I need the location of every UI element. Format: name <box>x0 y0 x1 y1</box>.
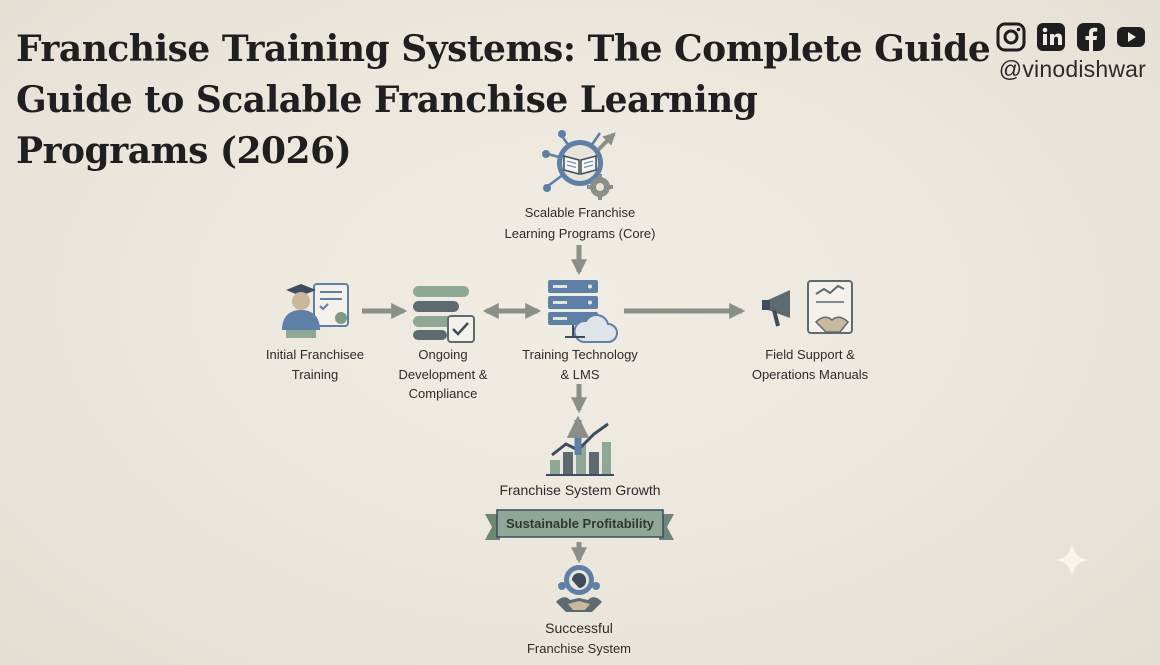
youtube-icon[interactable] <box>1116 22 1146 52</box>
megaphone-handshake-icon <box>762 280 853 334</box>
field-label-line-1: Field Support & <box>765 347 855 362</box>
growth-chart-icon <box>546 415 614 476</box>
success-label-line-2: Franchise System <box>527 641 631 656</box>
facebook-icon[interactable] <box>1076 22 1106 52</box>
book-network-icon <box>542 130 616 200</box>
success-label-line-1: Successful <box>545 620 613 636</box>
core-label-line-2: Learning Programs (Core) <box>504 226 655 241</box>
lms-label-line-1: Training Technology <box>522 347 638 362</box>
social-handle[interactable]: @vinodishwar <box>998 56 1146 82</box>
title-line-3: Programs (2026) <box>16 130 352 172</box>
core-label-line-1: Scalable Franchise <box>525 205 636 220</box>
social-icons <box>986 22 1146 52</box>
server-cloud-icon <box>548 280 618 343</box>
initial-label-line-2: Training <box>292 367 338 382</box>
field-label-line-2: Operations Manuals <box>752 367 869 382</box>
graduate-icon <box>282 283 349 338</box>
flow-arrows <box>362 245 746 564</box>
profitability-banner: Sustainable Profitability <box>485 509 674 540</box>
sparkle-icon <box>1054 542 1090 578</box>
checklist-stack-icon <box>413 286 475 343</box>
title-line-1: Franchise Training Systems: The Complete… <box>16 28 991 70</box>
linkedin-icon[interactable] <box>1036 22 1066 52</box>
ongoing-label-line-3: Compliance <box>409 386 478 401</box>
instagram-icon[interactable] <box>996 22 1026 52</box>
lms-label-line-2: & LMS <box>560 367 599 382</box>
page-title: Franchise Training Systems: The Complete… <box>16 24 991 177</box>
title-line-2: Guide to Scalable Franchise Learning <box>16 79 758 121</box>
initial-label-line-1: Initial Franchisee <box>266 347 364 362</box>
ongoing-label-line-1: Ongoing <box>418 347 467 362</box>
social-links: @vinodishwar <box>986 22 1146 83</box>
handshake-network-icon <box>556 565 602 612</box>
banner-text: Sustainable Profitability <box>506 516 655 531</box>
growth-label: Franchise System Growth <box>499 482 660 498</box>
ongoing-label-line-2: Development & <box>399 367 488 382</box>
